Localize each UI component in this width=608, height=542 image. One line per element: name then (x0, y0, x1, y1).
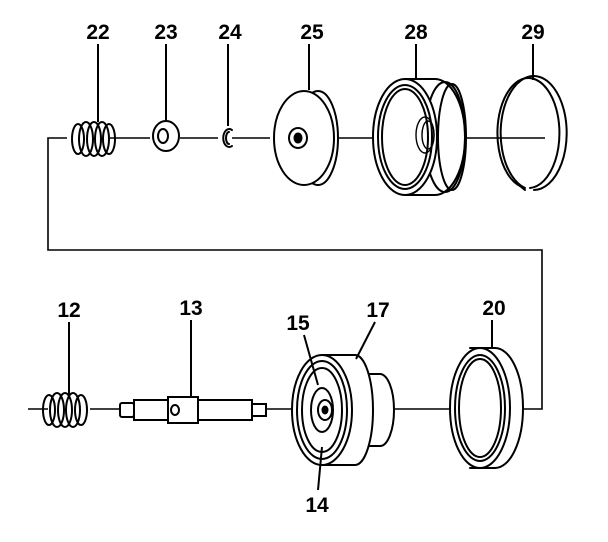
label-25: 25 (300, 21, 324, 44)
part-22-spring (71, 44, 116, 157)
label-24: 24 (218, 21, 242, 44)
label-12: 12 (57, 299, 80, 322)
label-22: 22 (86, 21, 109, 44)
label-17: 17 (366, 299, 389, 322)
part-24-snap-ring (222, 44, 233, 148)
label-23: 23 (154, 21, 177, 44)
part-23-washer (152, 44, 180, 152)
part-28-housing (372, 44, 467, 196)
part-14-15-17-drum (291, 321, 395, 491)
label-20: 20 (482, 297, 505, 320)
part-labels: 22 23 24 25 28 29 12 13 15 17 20 14 (57, 21, 544, 517)
part-13-shaft (119, 320, 267, 424)
label-15: 15 (286, 312, 310, 335)
label-29: 29 (521, 21, 544, 44)
label-13: 13 (179, 297, 202, 320)
label-28: 28 (404, 21, 428, 44)
part-25-piston (273, 44, 339, 186)
label-14: 14 (305, 494, 329, 517)
part-20-seal-ring (449, 320, 524, 469)
part-29-ring (496, 44, 568, 191)
part-12-spring (42, 322, 88, 428)
